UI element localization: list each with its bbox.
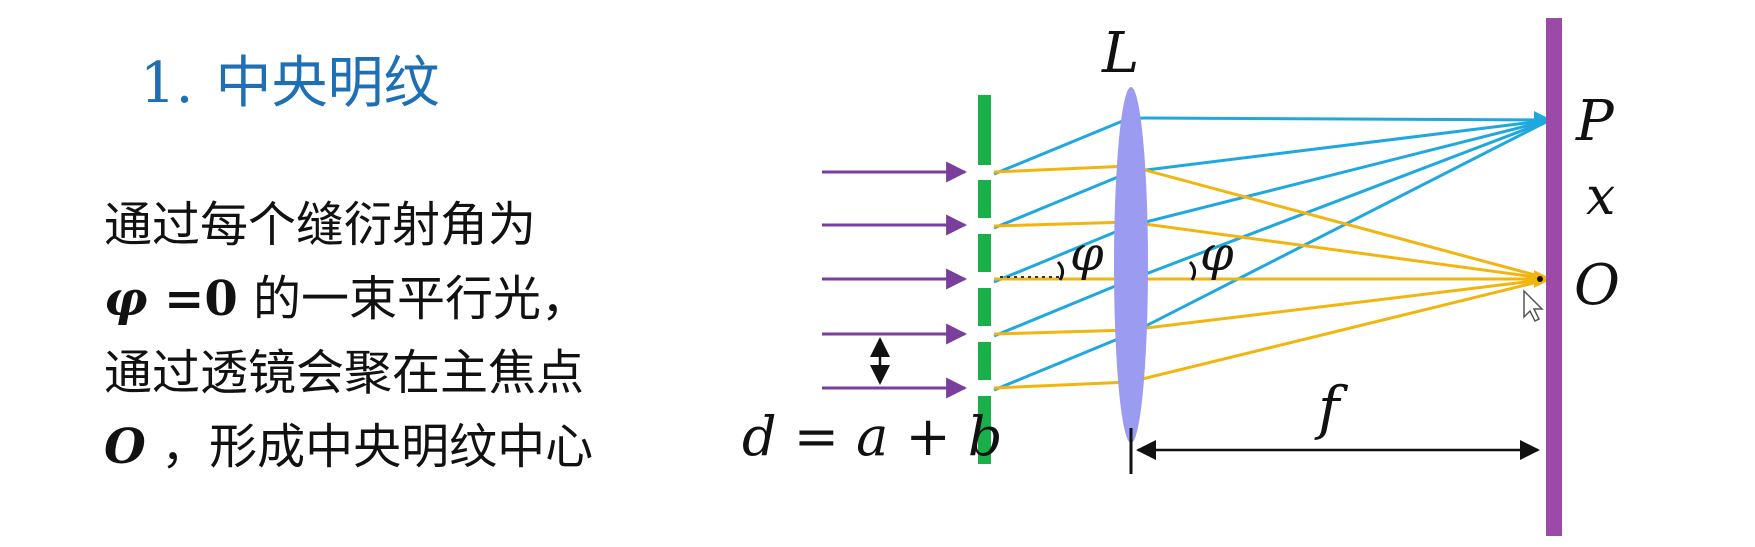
section-heading: 1. 中央明纹 (140, 38, 439, 119)
oblique-ray-segment (993, 116, 1131, 176)
description-line-1: 通过每个缝衍射角为 (104, 197, 537, 253)
central-ray-segment (993, 380, 1131, 390)
oblique-ray-segment (1129, 118, 1551, 228)
description: 通过每个缝衍射角为 φ =0 的一束平行光， 通过透镜会聚在主焦点 O ，形成中… (104, 188, 704, 484)
central-ray-segment (993, 220, 1131, 228)
grating-segment (978, 234, 991, 272)
phi-equals-zero: =0 (147, 271, 238, 327)
description-line-4-text: ，形成中央明纹中心 (145, 419, 594, 475)
slit-formula: d = a + b (742, 405, 1002, 468)
point-p-label: P (1575, 89, 1615, 154)
focal-length-label: f (1314, 374, 1349, 442)
grating-segment (978, 180, 991, 218)
angle-label-1: φ (1070, 226, 1104, 282)
description-line-3: 通过透镜会聚在主焦点 (104, 345, 585, 401)
description-line-4: O ，形成中央明纹中心 (104, 410, 704, 484)
convex-lens (1114, 87, 1148, 443)
angle-arc (1188, 260, 1197, 281)
central-ray-segment (1129, 277, 1551, 332)
o-symbol: O (104, 419, 146, 475)
incident-rays (822, 161, 968, 399)
central-ray-segment (1129, 164, 1551, 281)
grating-segment (978, 396, 991, 464)
angle-label-2: φ (1200, 226, 1234, 282)
oblique-rays (993, 110, 1552, 392)
angle-arc (1056, 260, 1065, 281)
oblique-ray-segment (993, 170, 1131, 230)
central-rays (993, 164, 1552, 390)
mouse-cursor-icon (1523, 289, 1544, 323)
lens-label: L (1101, 21, 1139, 86)
section-number: 1. (140, 51, 194, 116)
grating (978, 95, 991, 464)
grating-segment (978, 288, 991, 326)
grating-segment (978, 342, 991, 380)
oblique-ray-segment (1129, 118, 1551, 174)
phi-symbol: φ (104, 271, 148, 327)
central-ray-segment (993, 328, 1131, 336)
central-ray-segment (1129, 220, 1551, 281)
focus-point (1537, 276, 1543, 282)
section-title: 中央明纹 (215, 51, 440, 116)
oblique-ray-segment (1129, 118, 1551, 336)
point-o-label: O (1574, 253, 1620, 318)
coord-x-label: x (1586, 167, 1615, 227)
oblique-ray-segment (993, 224, 1131, 284)
description-line-2: φ =0 的一束平行光， (104, 262, 704, 336)
oblique-ray-segment (1129, 118, 1551, 282)
screen (1546, 18, 1562, 536)
oblique-ray-segment (1129, 110, 1552, 129)
central-ray-segment (1129, 277, 1551, 384)
oblique-ray-segment (993, 278, 1131, 338)
oblique-ray-segment (993, 332, 1131, 392)
description-line-2-text: 的一束平行光， (237, 271, 590, 327)
central-ray-segment (993, 164, 1131, 174)
grating-segment (978, 95, 991, 165)
